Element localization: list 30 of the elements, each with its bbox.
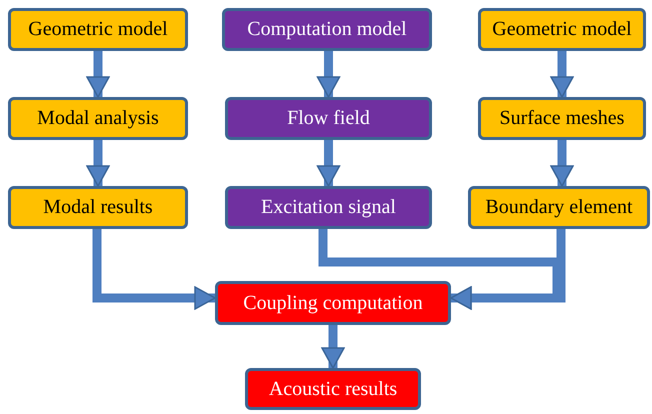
box-label: Computation model <box>247 18 407 41</box>
box-label: Boundary element <box>485 196 633 219</box>
process-box <box>225 97 432 140</box>
arrow <box>316 140 340 187</box>
arrow <box>92 229 216 310</box>
process-box <box>8 186 188 229</box>
box-label: Geometric model <box>492 18 632 41</box>
arrow <box>550 140 574 187</box>
arrow <box>86 51 110 98</box>
process-box <box>8 97 188 140</box>
process-box <box>478 8 646 51</box>
process-box <box>215 281 451 325</box>
arrow <box>316 51 340 98</box>
box-label: Geometric model <box>28 18 168 41</box>
box-label: Surface meshes <box>500 107 624 130</box>
process-box <box>225 186 432 229</box>
box-label: Excitation signal <box>261 196 396 219</box>
process-box <box>8 8 188 51</box>
arrow <box>86 140 110 187</box>
box-label: Modal analysis <box>37 107 159 130</box>
process-box <box>468 186 650 229</box>
box-label: Modal results <box>43 196 153 219</box>
process-box <box>222 8 432 51</box>
process-box <box>245 368 421 410</box>
arrow <box>321 325 345 369</box>
box-label: Acoustic results <box>268 378 398 400</box>
box-label: Coupling computation <box>243 292 423 314</box>
box-label: Flow field <box>287 107 370 130</box>
process-box <box>478 97 646 140</box>
arrow <box>550 51 574 98</box>
